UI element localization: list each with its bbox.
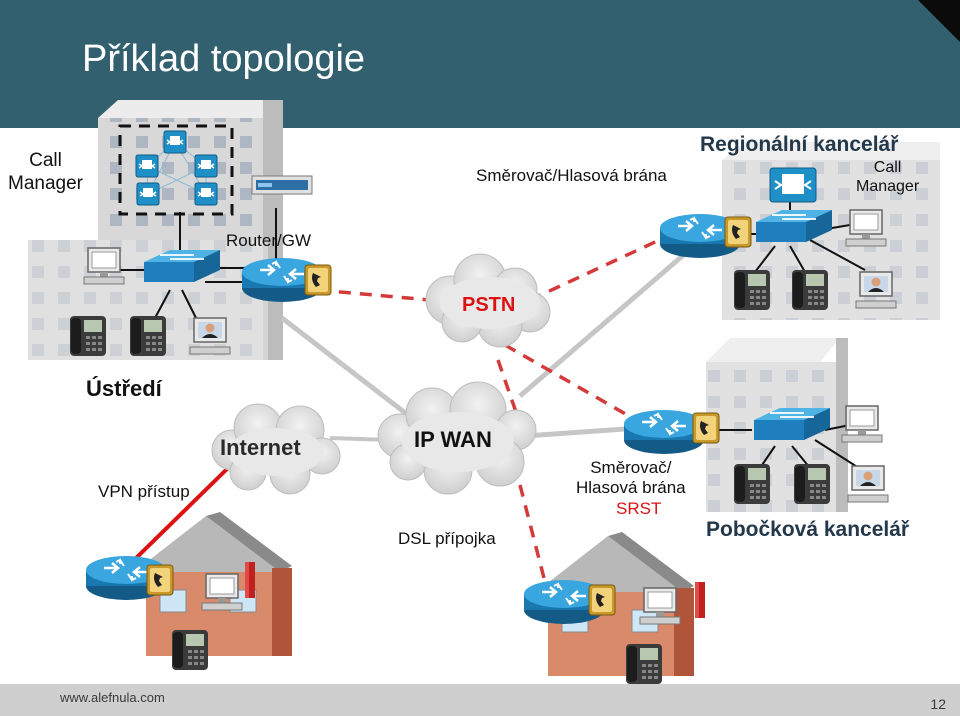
slide-title: Příklad topologie bbox=[82, 38, 366, 80]
voice-gateway-icon bbox=[304, 264, 332, 296]
ip-wan-label: IP WAN bbox=[414, 427, 492, 452]
branch-office-label: Pobočková kancelář bbox=[706, 518, 910, 541]
ip-phone-icon bbox=[734, 270, 770, 310]
srst-label: SRST bbox=[616, 499, 662, 518]
regional-office-label: Regionální kancelář bbox=[700, 133, 899, 156]
call-manager-icon bbox=[194, 154, 218, 178]
call-manager-icon bbox=[135, 154, 159, 178]
ip-phone-icon bbox=[794, 464, 830, 504]
headquarters-label: Ústředí bbox=[86, 376, 162, 401]
pstn-label: PSTN bbox=[462, 294, 516, 316]
vpn-link bbox=[126, 466, 230, 568]
ip-phone-icon bbox=[172, 630, 208, 670]
dsl-connection-label: DSL přípojka bbox=[398, 529, 496, 548]
footer-bar bbox=[0, 684, 960, 716]
regional-call-manager-label: Call Manager bbox=[856, 159, 920, 196]
call-manager-icon bbox=[136, 182, 160, 206]
workstation-icon bbox=[841, 405, 883, 443]
voice-gateway-icon bbox=[724, 216, 752, 248]
internet-label: Internet bbox=[220, 435, 301, 460]
workstation-icon bbox=[201, 573, 243, 611]
pstn-cloud bbox=[425, 253, 551, 348]
page-number: 12 bbox=[930, 696, 946, 712]
workstation-icon bbox=[83, 247, 125, 285]
ip-phone-icon bbox=[734, 464, 770, 504]
vpn-access-label: VPN přístup bbox=[98, 482, 190, 501]
ip-softphone-icon bbox=[855, 271, 897, 309]
voice-gateway-icon bbox=[588, 584, 616, 616]
ip-phone-icon bbox=[130, 316, 166, 356]
ip-wan-cloud bbox=[377, 381, 537, 495]
regional-call-manager-icon bbox=[769, 167, 817, 203]
ip-phone-icon bbox=[626, 644, 662, 684]
voice-gateway-icon bbox=[692, 412, 720, 444]
call-manager-icon bbox=[194, 182, 218, 206]
firewall-icon bbox=[245, 562, 255, 598]
voice-gateway-icon bbox=[146, 564, 174, 596]
pstn-links bbox=[317, 234, 669, 583]
firewall-icon bbox=[695, 582, 705, 618]
footer-url: www.alefnula.com bbox=[60, 690, 165, 705]
server-icon bbox=[251, 175, 313, 195]
workstation-icon bbox=[845, 209, 887, 247]
internet-cloud bbox=[211, 403, 341, 495]
router-gw-label: Router/GW bbox=[226, 231, 312, 250]
hq-call-manager-label: Call Manager bbox=[8, 150, 83, 194]
router-icon bbox=[622, 408, 706, 456]
ip-phone-icon bbox=[70, 316, 106, 356]
call-manager-cluster bbox=[118, 124, 234, 216]
voice-gateway-label: Směrovač/Hlasová brána bbox=[476, 166, 667, 185]
corner-decoration bbox=[918, 0, 960, 42]
workstation-icon bbox=[639, 587, 681, 625]
ip-softphone-icon bbox=[847, 465, 889, 503]
call-manager-icon bbox=[163, 130, 187, 154]
ip-phone-icon bbox=[792, 270, 828, 310]
ip-softphone-icon bbox=[189, 317, 231, 355]
branch-router-label: Směrovač/ Hlasová brána bbox=[576, 458, 686, 498]
